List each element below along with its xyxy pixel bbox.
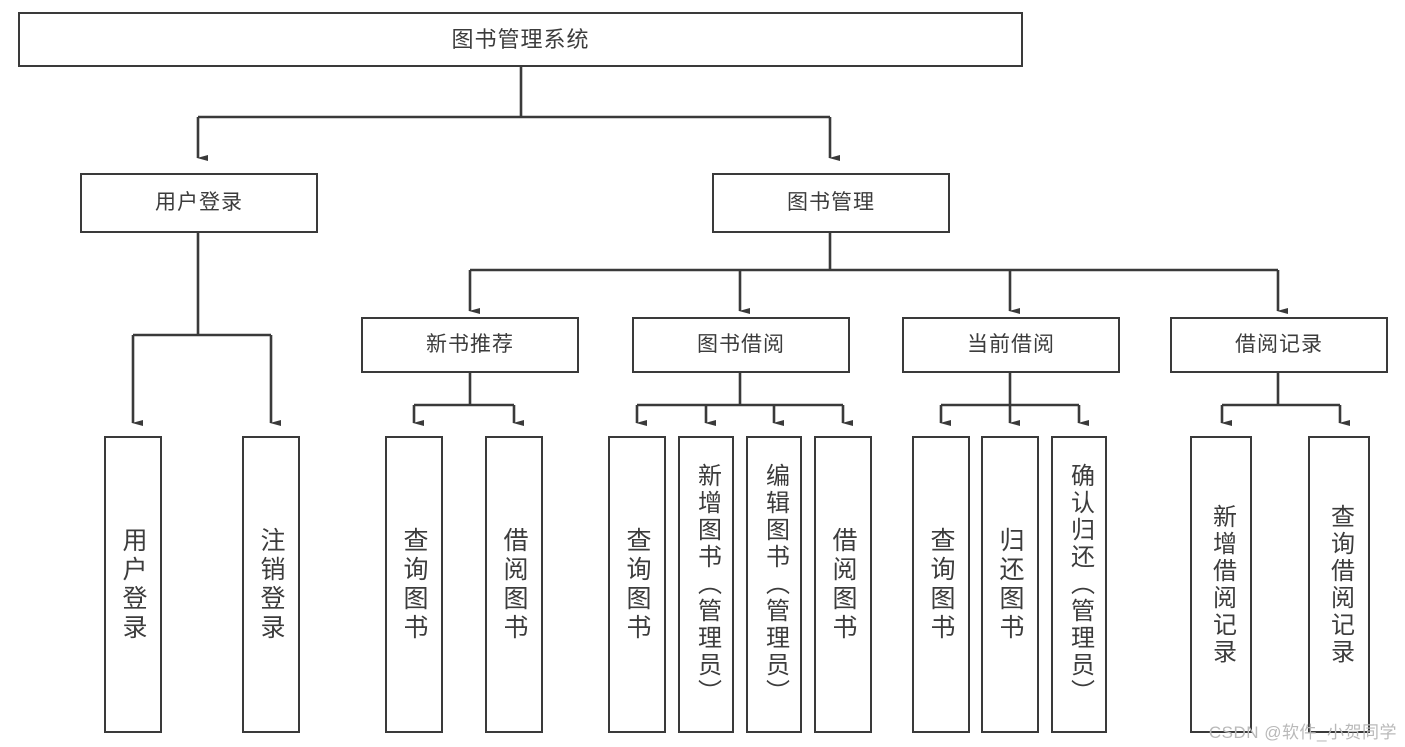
node-book-borrow-label: 图书借阅 <box>697 332 785 356</box>
leaf-return-book[interactable]: 归还图书 <box>981 436 1039 733</box>
node-book-manage-label: 图书管理 <box>787 190 875 214</box>
leaf-query-record[interactable]: 查询借阅记录 <box>1308 436 1370 733</box>
leaf-query-book-2[interactable]: 查询图书 <box>608 436 666 733</box>
leaf-edit-book-label: 编辑图书（管理员） <box>761 463 789 706</box>
node-user-login[interactable]: 用户登录 <box>80 173 318 233</box>
leaf-query-book-1-label: 查询图书 <box>400 526 428 643</box>
leaf-query-book-3-label: 查询图书 <box>927 526 955 643</box>
csdn-watermark: CSDN @软件_小贺同学 <box>1208 723 1397 742</box>
node-book-borrow[interactable]: 图书借阅 <box>632 317 850 373</box>
leaf-add-book[interactable]: 新增图书（管理员） <box>678 436 734 733</box>
leaf-borrow-book-2[interactable]: 借阅图书 <box>814 436 872 733</box>
leaf-query-book-1[interactable]: 查询图书 <box>385 436 443 733</box>
node-root-label: 图书管理系统 <box>451 26 590 52</box>
leaf-logout-label: 注销登录 <box>257 526 285 643</box>
leaf-confirm-return-label: 确认归还（管理员） <box>1066 463 1094 706</box>
leaf-borrow-book-1-label: 借阅图书 <box>500 526 528 643</box>
leaf-add-record-label: 新增借阅记录 <box>1208 503 1236 666</box>
node-current-borrow[interactable]: 当前借阅 <box>902 317 1120 373</box>
node-root[interactable]: 图书管理系统 <box>18 12 1023 67</box>
leaf-borrow-book-1[interactable]: 借阅图书 <box>485 436 543 733</box>
node-book-manage[interactable]: 图书管理 <box>712 173 950 233</box>
leaf-user-login-label: 用户登录 <box>119 526 147 643</box>
leaf-edit-book[interactable]: 编辑图书（管理员） <box>746 436 802 733</box>
node-new-book-rec-label: 新书推荐 <box>426 332 514 356</box>
node-current-borrow-label: 当前借阅 <box>967 332 1055 356</box>
leaf-user-login[interactable]: 用户登录 <box>104 436 162 733</box>
leaf-add-record[interactable]: 新增借阅记录 <box>1190 436 1252 733</box>
leaf-borrow-book-2-label: 借阅图书 <box>829 526 857 643</box>
node-borrow-record-label: 借阅记录 <box>1235 332 1323 356</box>
leaf-add-book-label: 新增图书（管理员） <box>693 463 721 706</box>
leaf-query-record-label: 查询借阅记录 <box>1326 503 1354 666</box>
leaf-confirm-return[interactable]: 确认归还（管理员） <box>1051 436 1107 733</box>
node-user-login-label: 用户登录 <box>155 190 243 214</box>
node-borrow-record[interactable]: 借阅记录 <box>1170 317 1388 373</box>
leaf-query-book-3[interactable]: 查询图书 <box>912 436 970 733</box>
leaf-return-book-label: 归还图书 <box>996 526 1024 643</box>
node-new-book-rec[interactable]: 新书推荐 <box>361 317 579 373</box>
leaf-query-book-2-label: 查询图书 <box>623 526 651 643</box>
leaf-logout[interactable]: 注销登录 <box>242 436 300 733</box>
